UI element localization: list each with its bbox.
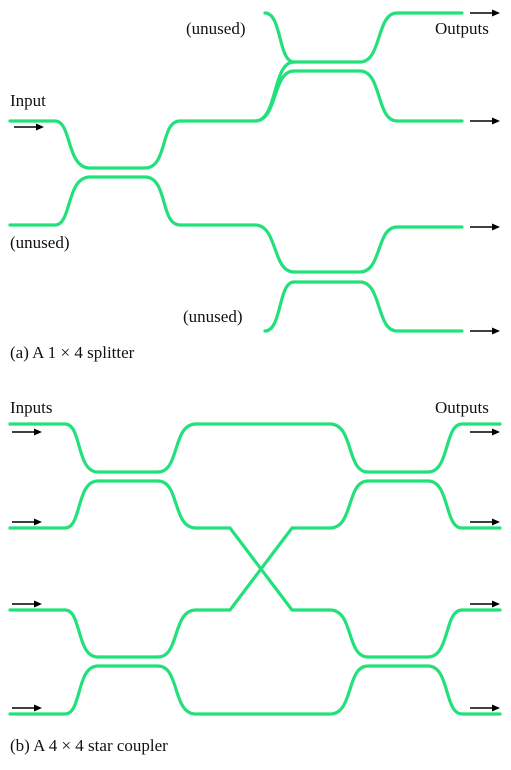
output-arrow-b3 [469,599,501,609]
output-arrow-b4 [469,703,501,713]
unused-label-bottom: (unused) [183,307,242,326]
waveguide-unused-left [8,175,464,274]
caption-a: (a) A 1 × 4 splitter [10,343,135,362]
input-arrow-3 [11,599,43,609]
waveguide-upper-coupler-lower-in [253,69,296,123]
input-arrow [13,122,45,132]
outputs-label-b: Outputs [435,398,489,417]
output-arrow-1 [469,8,501,18]
input-arrow-1 [11,427,43,437]
output-arrow-b2 [469,517,501,527]
star-coupler-diagram: Inputs Outputs (b) A 4 × 4 star coupler [8,398,502,755]
inputs-label: Inputs [10,398,53,417]
splitter-diagram: Input Outputs (unused) (unused) (unused)… [8,8,501,362]
input-arrow-4 [11,703,43,713]
waveguide-in-1 [8,422,502,474]
waveguide-unused-bottom [263,280,464,333]
unused-label-left: (unused) [10,233,69,252]
output-arrow-4 [469,326,501,336]
output-arrow-b1 [469,427,501,437]
outputs-label: Outputs [435,19,489,38]
waveguide-in-4 [8,664,502,716]
waveguide-in-2 [8,479,502,659]
waveguide-in-3 [8,479,502,659]
output-arrow-3 [469,222,501,232]
output-arrow-2 [469,116,501,126]
input-arrow-2 [11,517,43,527]
waveguide-upper-coupler-lower [292,69,464,123]
waveguide-unused-top [263,11,296,64]
caption-b: (b) A 4 × 4 star coupler [10,736,168,755]
input-label: Input [10,91,46,110]
unused-label-top: (unused) [186,19,245,38]
